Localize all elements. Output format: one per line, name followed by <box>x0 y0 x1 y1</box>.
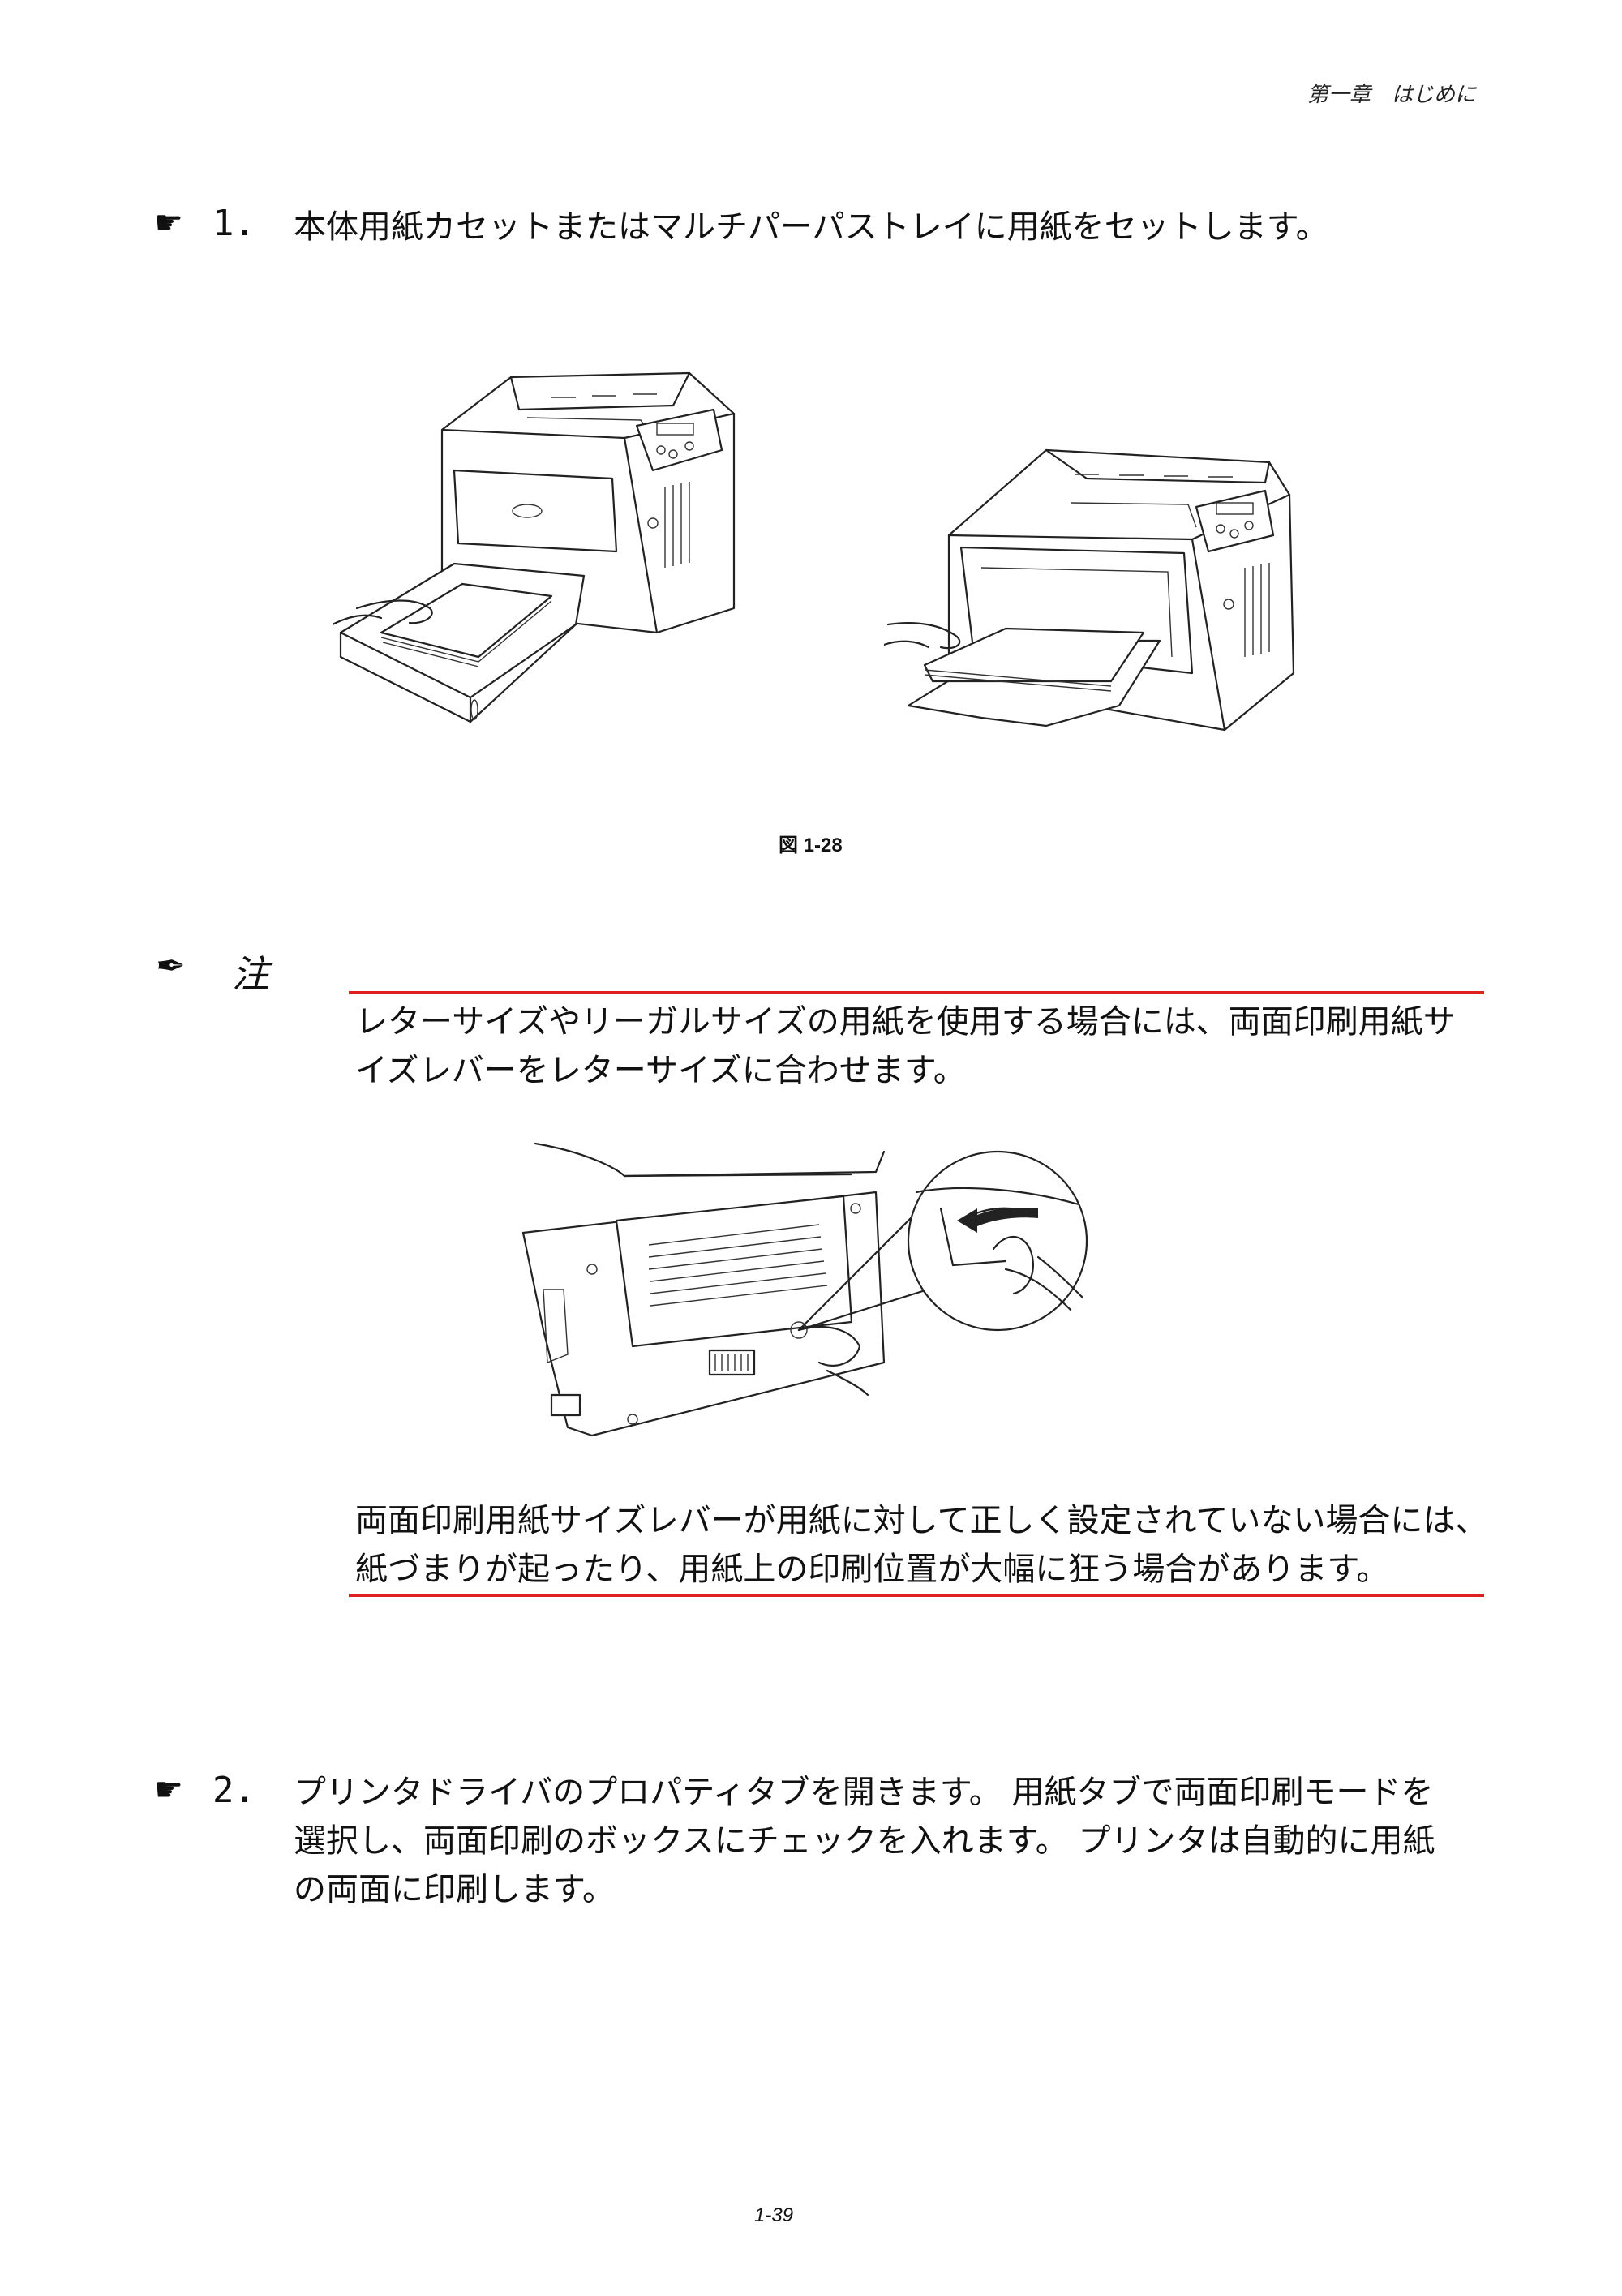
note-warning-line1: 両面印刷用紙サイズレバーが用紙に対して正しく設定されていない場合には、 <box>355 1502 1488 1539</box>
printer-paper-cassette-illustration <box>333 371 736 723</box>
chapter-header: 第一章 はじめに <box>1307 83 1476 107</box>
figure-caption: 図 1-28 <box>779 835 843 856</box>
note-text-line1: レターサイズやリーガルサイズの用紙を使用する場合には、両面印刷用紙サ <box>355 1003 1456 1041</box>
step2-number: 2. <box>212 1770 255 1811</box>
page-number: 1-39 <box>754 2204 794 2226</box>
step1-number: 1. <box>212 203 255 244</box>
duplex-lever-illustration <box>521 1142 1088 1437</box>
note-warning-line2: 紙づまりが起ったり、用紙上の印刷位置が大幅に狂う場合があります。 <box>355 1551 1389 1588</box>
note-label: 注 <box>232 952 269 996</box>
step2-text-line3: の両面に印刷します。 <box>294 1871 615 1908</box>
step2-text-line1: プリンタドライバのプロパティタブを開きます。 用紙タブで両面印刷モードを <box>294 1774 1434 1811</box>
pointing-hand-icon: ☛ <box>154 1771 183 1809</box>
step1-text: 本体用紙カセットまたはマルチパーパストレイに用紙をセットします。 <box>294 208 1328 246</box>
note-top-rule <box>349 991 1484 994</box>
pointing-hand-icon: ☛ <box>154 204 183 242</box>
printer-multipurpose-tray-illustration <box>884 448 1295 732</box>
step2-text-line2: 選択し、両面印刷のボックスにチェックを入れます。 プリンタは自動的に用紙 <box>294 1822 1435 1860</box>
pen-icon: ✒ <box>156 946 186 987</box>
note-text-line2: イズレバーをレターサイズに合わせます。 <box>355 1052 966 1089</box>
note-bottom-rule <box>349 1594 1484 1597</box>
